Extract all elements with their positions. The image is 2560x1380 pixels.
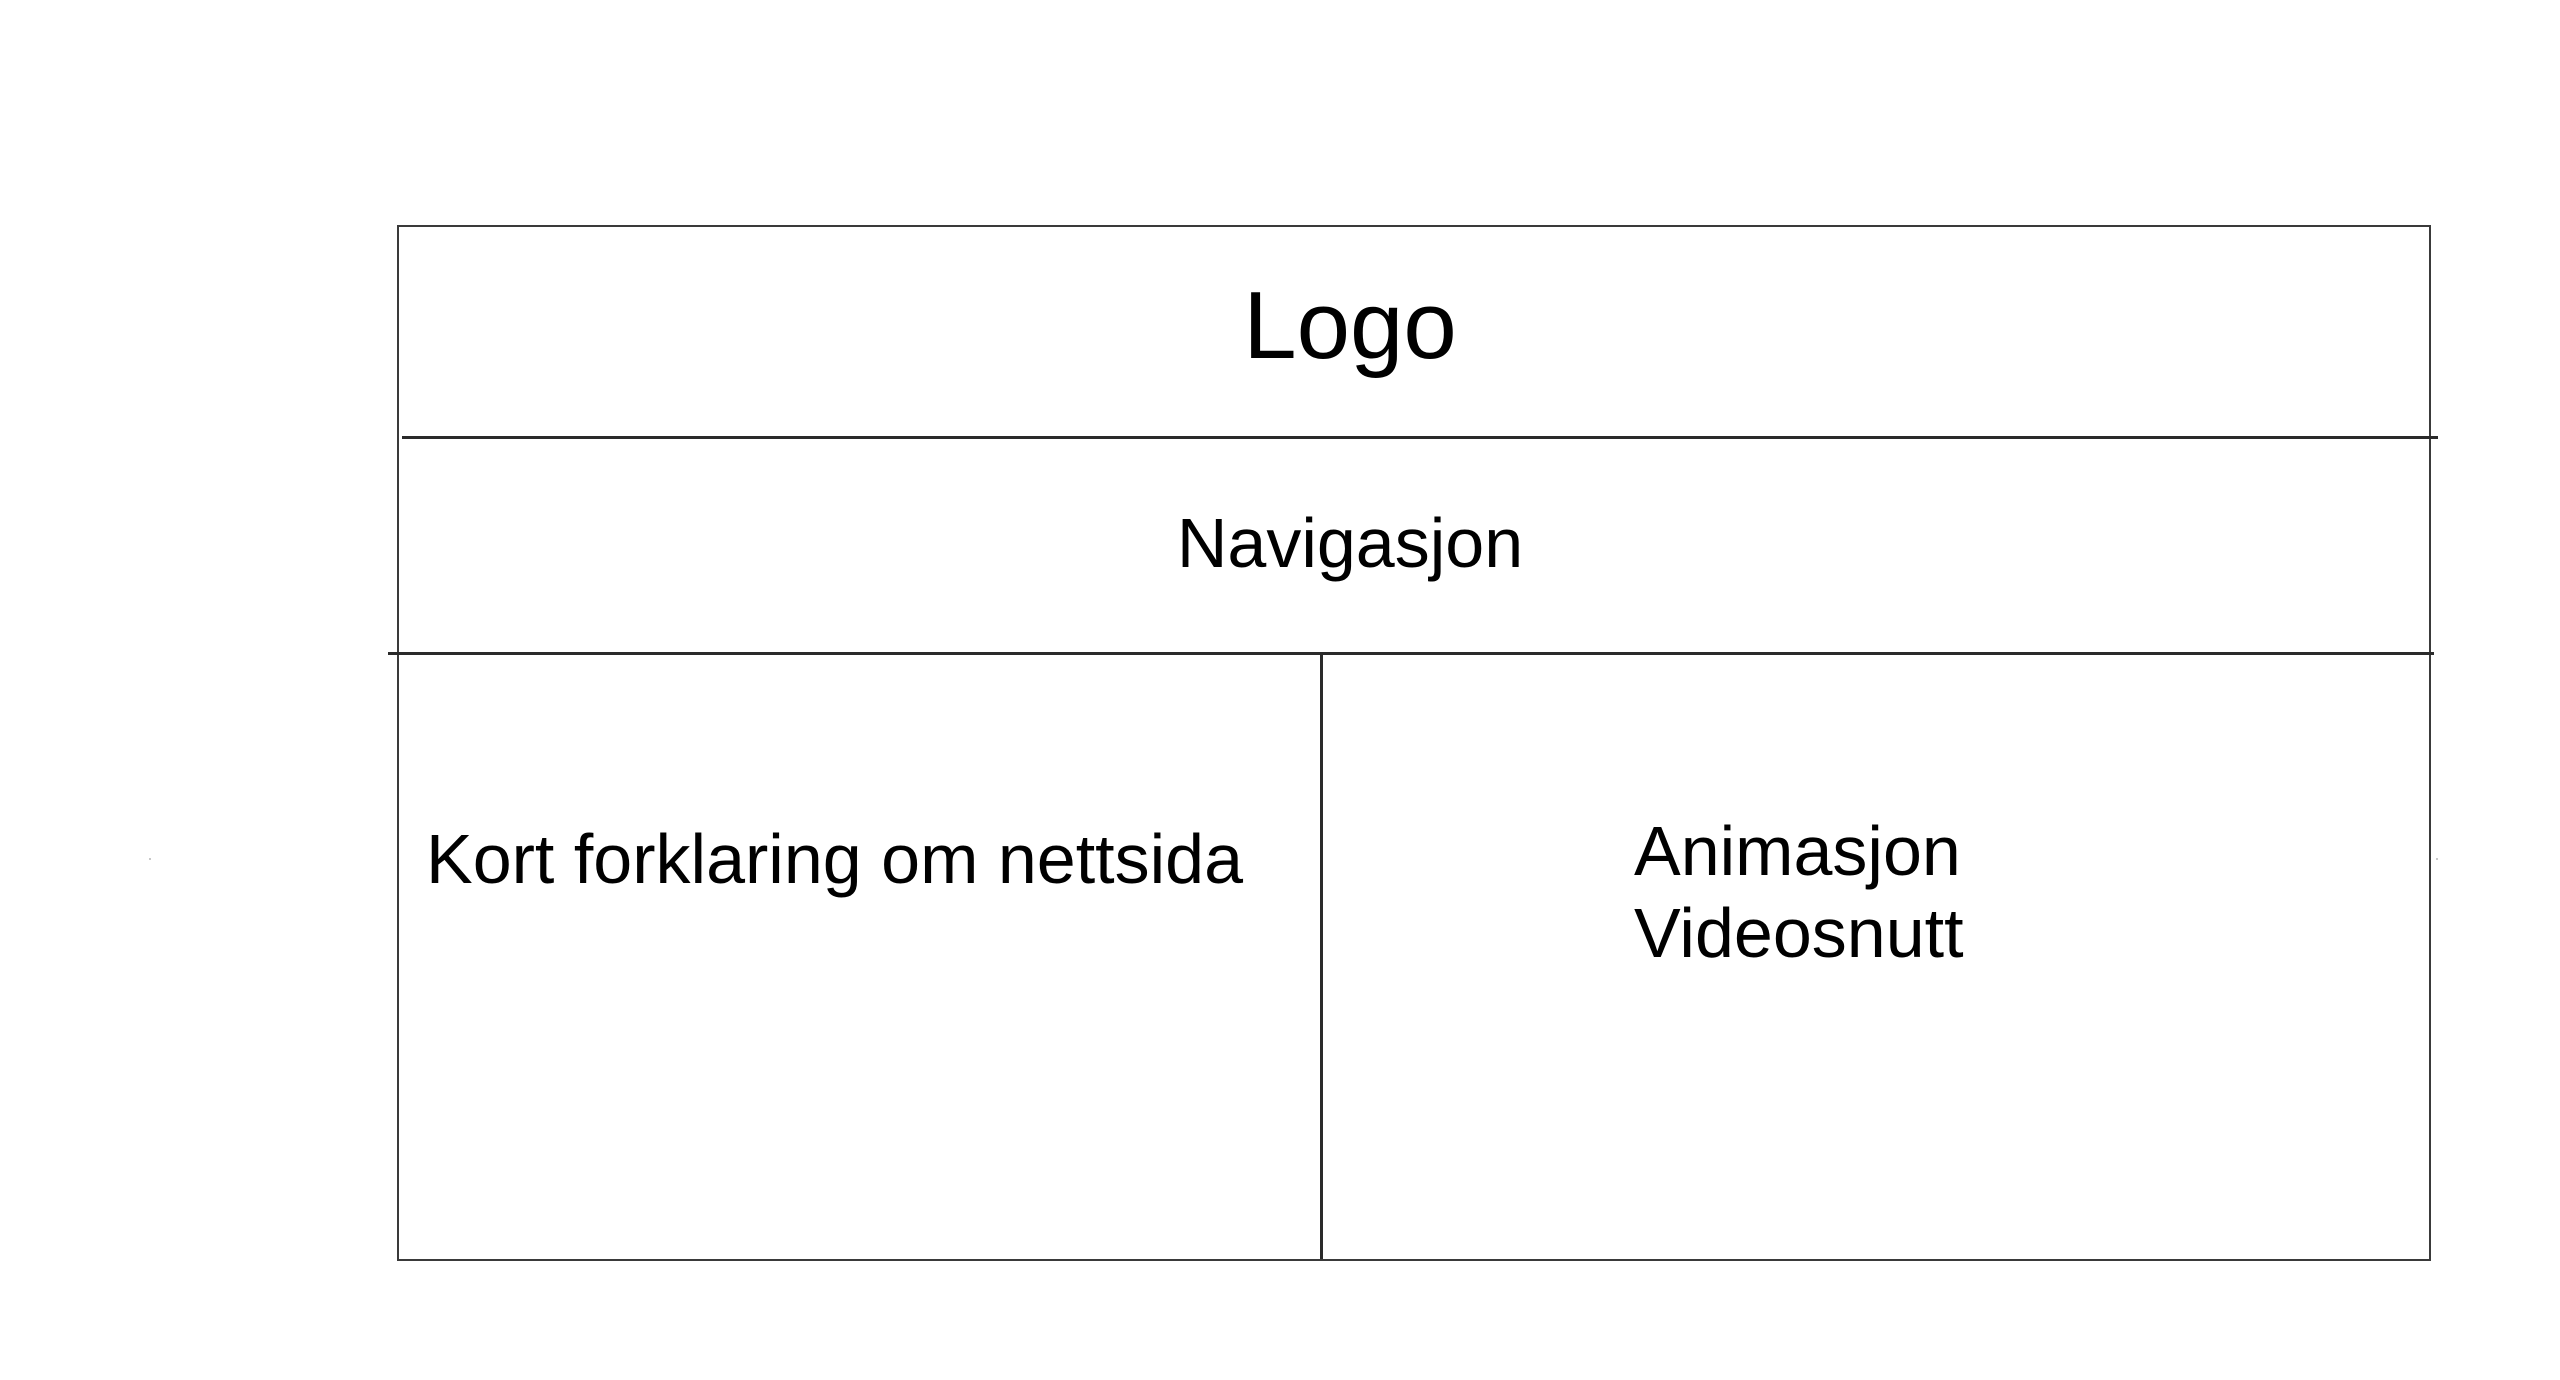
- navigation-label: Navigasjon: [1176, 504, 1524, 582]
- stray-dot: [2436, 858, 2438, 860]
- header-divider: [402, 436, 2438, 439]
- wireframe-frame: [397, 225, 2431, 1261]
- content-column-divider: [1320, 653, 1323, 1259]
- video-clip-label: Videosnutt: [1634, 894, 1964, 972]
- description-label: Kort forklaring om nettsida: [426, 820, 1244, 898]
- stray-dot: [149, 858, 151, 860]
- animation-label: Animasjon: [1634, 812, 1961, 890]
- logo-label: Logo: [1243, 272, 1457, 379]
- navigation-divider: [388, 652, 2434, 655]
- media-label: Animasjon Videosnutt: [1634, 810, 1964, 974]
